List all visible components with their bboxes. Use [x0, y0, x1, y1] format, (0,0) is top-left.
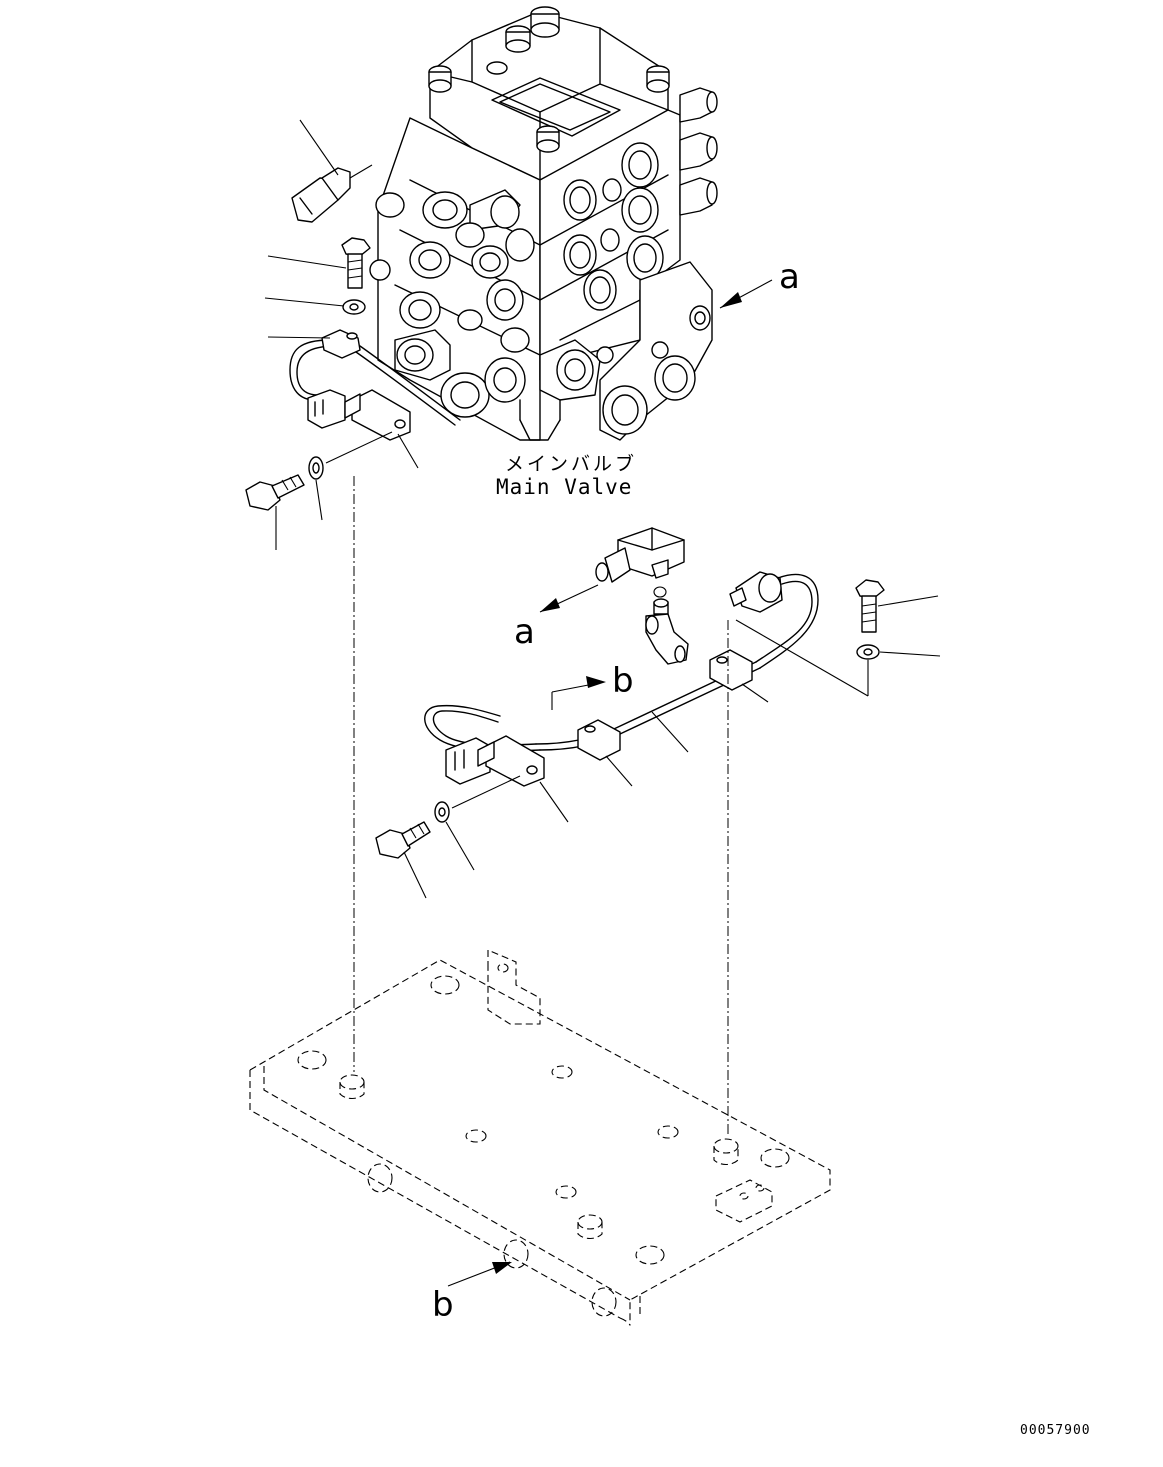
leader-line: [877, 595, 939, 607]
leader-line: [651, 711, 689, 753]
pressure-switch-lower: [595, 527, 685, 583]
leader-line: [325, 431, 393, 464]
bolt-upper-1: [341, 237, 371, 289]
leader-line: [403, 851, 427, 899]
main-valve-illustration: [369, 6, 718, 441]
leader-line: [299, 119, 339, 176]
leader-line: [264, 297, 345, 307]
view-marker-a-lower: a: [514, 612, 535, 652]
arrow-head: [720, 292, 742, 308]
leader-line: [315, 479, 323, 521]
washer-upper-2: [308, 456, 324, 480]
leader-line: [397, 433, 419, 469]
leader-line: [741, 683, 769, 703]
base-plate: [249, 949, 831, 1326]
view-marker-b-lower: b: [432, 1285, 454, 1325]
leader-line: [539, 781, 569, 823]
bracket-upper: [344, 389, 411, 441]
bolt-middle: [375, 821, 431, 859]
bolt-right: [855, 579, 885, 633]
washer-right: [856, 644, 880, 660]
main-valve-label-jp: メインバルブ: [505, 452, 637, 475]
pressure-switch-upper: [291, 164, 373, 223]
drawing-number: 00057900: [1020, 1423, 1091, 1438]
view-marker-a-upper: a: [779, 257, 800, 297]
leader-line: [605, 755, 633, 787]
leader-line: [451, 775, 521, 809]
leader-line: [879, 651, 941, 657]
wiring-harness-lower: [424, 571, 819, 785]
bolt-upper-2: [245, 474, 305, 511]
bracket-lower: [477, 735, 545, 787]
view-marker-b-upper: b: [612, 661, 634, 701]
arrow-head: [586, 676, 606, 688]
leader-line: [445, 821, 475, 871]
o-ring: [653, 586, 667, 598]
arrow-head: [492, 1262, 512, 1274]
arrow-head: [540, 598, 560, 612]
leader-line: [735, 619, 869, 697]
leader-line: [267, 255, 347, 269]
main-valve-label-en: Main Valve: [496, 475, 632, 499]
washer-upper-1: [342, 299, 366, 315]
wiring-harness-upper: [289, 329, 461, 429]
leader-line: [267, 336, 331, 339]
elbow-fitting: [645, 598, 689, 665]
washer-middle: [434, 801, 450, 823]
